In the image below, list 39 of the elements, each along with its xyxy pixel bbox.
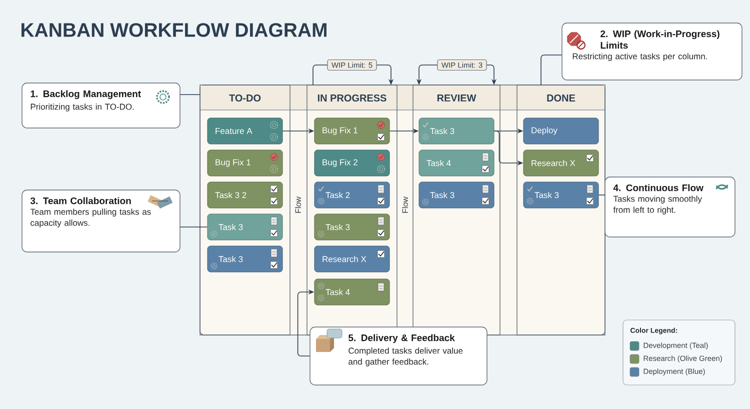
task-card: Feature A [207, 118, 283, 144]
task-card: Task 3 [314, 214, 390, 240]
column-header: TO-DO [229, 94, 261, 102]
callout-text: Restricting active tasks per column. [572, 53, 707, 61]
column-header: IN PROGRESS [318, 94, 386, 102]
task-card: Research X [314, 246, 390, 272]
task-card: Research X [523, 150, 599, 176]
task-card: Bug Fix 2 [314, 150, 390, 176]
task-card: Deploy [523, 118, 599, 144]
connector [540, 54, 562, 86]
task-card: Task 4 [418, 150, 494, 176]
task-card: Bug Fix 1 [207, 150, 283, 176]
task-card: Task 3 2 [207, 182, 283, 208]
callout-text: Team members pulling tasks as capacity allows. [30, 208, 151, 228]
callout-text: Prioritizing tasks in TO-DO. [30, 104, 134, 112]
task-card: Bug Fix 1 [314, 118, 390, 144]
connector [312, 64, 328, 86]
title: KANBAN WORKFLOW DIAGRAM [22, 23, 326, 37]
column-header: REVIEW [437, 94, 476, 102]
callout-title: 5. Delivery & Feedback [348, 334, 455, 344]
callout-text: Tasks moving smoothly from left to right. [613, 196, 702, 214]
callout-title: 1. Backlog Management [30, 90, 141, 100]
task-card: Task 3 [523, 182, 599, 208]
callout-title: 4. Continuous Flow [613, 184, 704, 192]
callout-title: 2. WIP (Work-in-Progress) Limits [600, 30, 720, 49]
callout-title: 3. Team Collaboration [30, 197, 131, 204]
lane-label: Flow [402, 196, 408, 213]
connector [180, 226, 208, 228]
task-card: Task 3 [418, 182, 494, 208]
lane-label: Flow [295, 196, 301, 213]
task-card: Task 3 [207, 214, 283, 240]
column-header: DONE [547, 94, 576, 102]
callout-text: Completed tasks deliver value and gather feedback. [348, 347, 463, 366]
connector [598, 194, 606, 196]
task-card: Task 4 [314, 278, 390, 306]
task-card: Task 2 [314, 182, 390, 208]
connector [180, 94, 200, 96]
task-card: Task 3 [207, 246, 283, 272]
task-card: Task 3 [418, 118, 494, 144]
